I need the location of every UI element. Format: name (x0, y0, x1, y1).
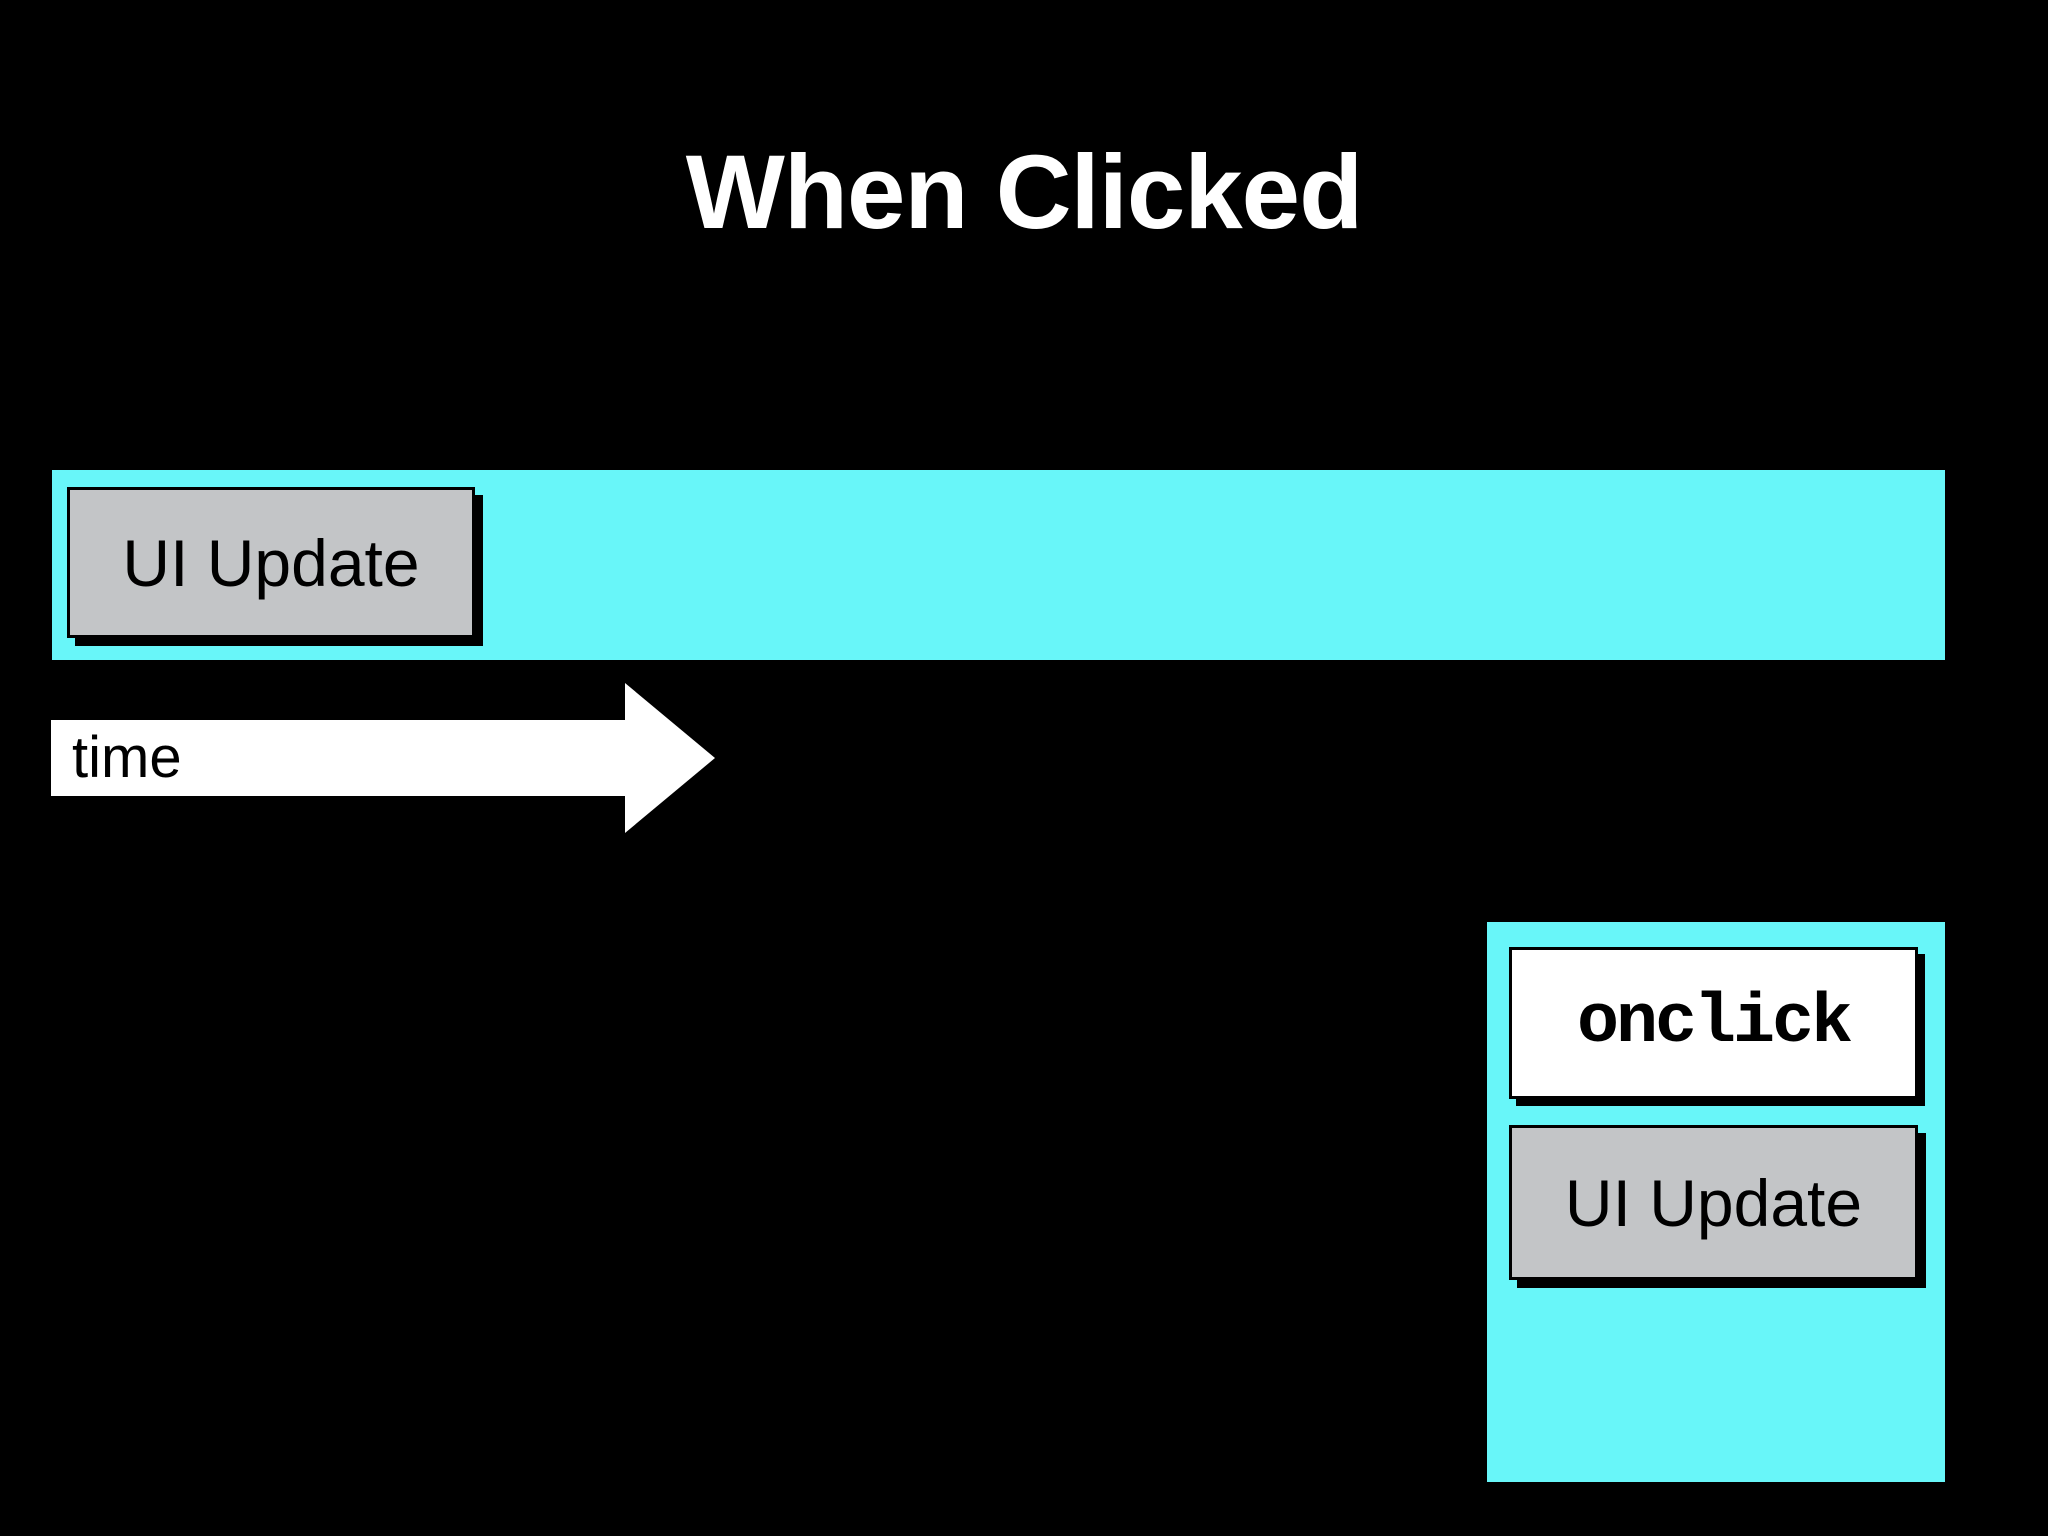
ui-update-box-main: UI Update (67, 487, 475, 638)
slide-title: When Clicked (685, 134, 1363, 251)
onclick-box: onclick (1509, 947, 1918, 1099)
event-stack-panel: onclick UI Update (1487, 922, 1945, 1482)
time-arrow: time (51, 683, 766, 833)
onclick-label: onclick (1576, 983, 1853, 1063)
main-activity-bar: UI Update (52, 470, 1945, 660)
time-arrow-shaft: time (51, 720, 625, 796)
ui-update-label-main: UI Update (122, 525, 420, 600)
time-label: time (72, 725, 182, 790)
time-arrow-head-icon (625, 683, 715, 833)
ui-update-label-event: UI Update (1564, 1165, 1863, 1240)
ui-update-box-event: UI Update (1509, 1125, 1918, 1280)
